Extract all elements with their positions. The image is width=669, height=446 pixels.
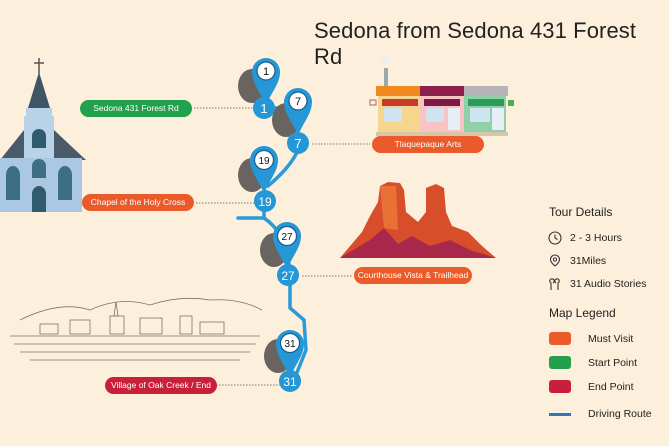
detail-distance-text: 31Miles	[570, 255, 607, 267]
detail-duration-text: 2 - 3 Hours	[570, 232, 622, 244]
detail-distance: 31Miles	[548, 254, 606, 268]
svg-text:19: 19	[258, 195, 272, 209]
clock-icon	[548, 231, 562, 245]
rock-formation-illustration	[340, 182, 496, 258]
svg-text:7: 7	[294, 136, 301, 151]
legend-start-point-label: Start Point	[588, 356, 638, 369]
legend-start-point: Start Point	[549, 356, 637, 369]
church-illustration	[0, 58, 86, 212]
svg-text:1: 1	[260, 101, 267, 116]
legend-end-point: End Point	[549, 380, 634, 393]
location-pin-icon	[549, 254, 561, 267]
earbuds-icon	[549, 278, 560, 290]
route-line-swatch	[549, 412, 571, 416]
page-title: Sedona from Sedona 431 Forest Rd	[314, 18, 637, 69]
pin-31[interactable]: 31 31	[264, 330, 304, 392]
svg-text:31: 31	[283, 375, 297, 389]
detail-audio-text: 31 Audio Stories	[570, 278, 647, 290]
legend-must-visit: Must Visit	[549, 332, 633, 345]
stop-label-end[interactable]: Village of Oak Creek / End	[105, 377, 217, 394]
red-swatch	[549, 380, 571, 393]
svg-text:1: 1	[263, 66, 269, 78]
svg-text:31: 31	[284, 339, 296, 350]
shops-illustration	[369, 56, 514, 136]
svg-text:27: 27	[281, 269, 295, 283]
detail-duration: 2 - 3 Hours	[548, 231, 622, 245]
pin-27[interactable]: 27 27	[260, 222, 301, 286]
legend-driving-route-label: Driving Route	[588, 408, 652, 420]
svg-text:19: 19	[258, 156, 270, 167]
map-legend-title: Map Legend	[549, 306, 616, 320]
svg-text:7: 7	[295, 96, 301, 108]
pin-19[interactable]: 19 19	[238, 146, 278, 212]
connector-lines	[194, 107, 370, 386]
stop-label-tlaquepaque[interactable]: Tlaquepaque Arts	[372, 136, 484, 153]
legend-must-visit-label: Must Visit	[588, 332, 634, 345]
village-sketch-illustration	[10, 297, 263, 361]
pin-7[interactable]: 7 7	[272, 88, 312, 154]
detail-audio: 31 Audio Stories	[548, 277, 646, 291]
stop-label-start[interactable]: Sedona 431 Forest Rd	[80, 100, 192, 117]
orange-swatch	[549, 332, 571, 345]
legend-driving-route: Driving Route	[549, 408, 652, 420]
green-swatch	[549, 356, 571, 369]
svg-text:27: 27	[281, 232, 293, 243]
stop-label-chapel[interactable]: Chapel of the Holy Cross	[82, 194, 194, 211]
stop-label-courthouse[interactable]: Courthouse Vista & Trailhead	[354, 267, 472, 284]
tour-details-title: Tour Details	[549, 205, 613, 219]
legend-end-point-label: End Point	[588, 380, 634, 393]
pin-1[interactable]: 1 1	[238, 58, 280, 119]
